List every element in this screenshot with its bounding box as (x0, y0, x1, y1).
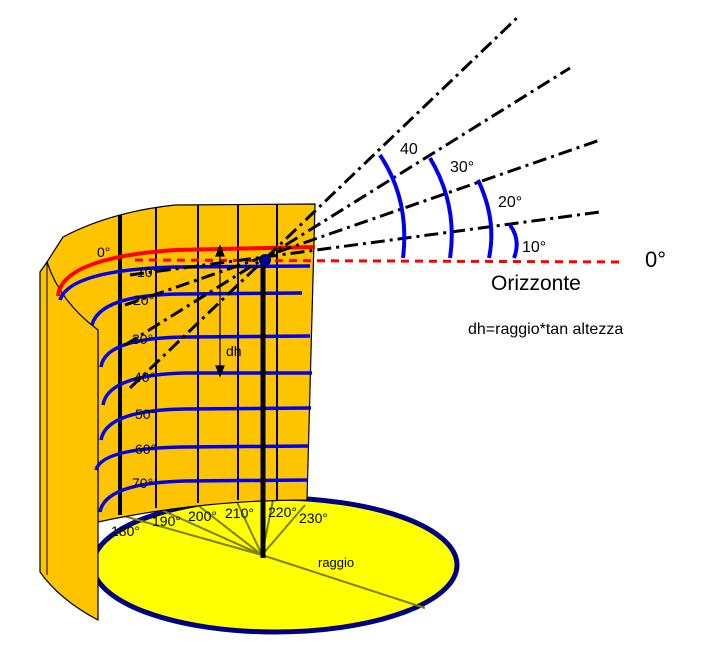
ring-label-20: 20° (133, 292, 154, 308)
azimuth-label-180: 180° (111, 523, 140, 539)
radius-label: raggio (318, 555, 354, 570)
ring-label-0: 0° (97, 244, 110, 260)
ring-label-50: 50° (135, 406, 156, 422)
hour-lines (118, 204, 278, 515)
formula-label: dh=raggio*tan altezza (468, 321, 623, 338)
azimuth-spokes (119, 499, 426, 609)
dh-arrow (215, 244, 225, 378)
angle-label-30: 30° (450, 159, 474, 176)
angle-label-40: 40 (400, 141, 418, 158)
azimuth-label-210: 210° (225, 505, 254, 521)
horizon-line (134, 258, 626, 264)
gnomon-tip (259, 254, 271, 266)
ring-label-40: 40° (134, 369, 155, 385)
dh-label: dh (226, 343, 242, 359)
zero-degree-label: 0° (645, 247, 666, 272)
sun-rays (124, 13, 601, 390)
ring-label-60: 60° (135, 441, 156, 457)
angle-label-20: 20° (498, 194, 522, 211)
horizon-label: Orizzonte (491, 272, 581, 295)
azimuth-label-220: 220° (268, 504, 297, 520)
radius-line (261, 554, 426, 609)
azimuth-label-230: 230° (299, 510, 328, 526)
azimuth-label-190: 190° (152, 513, 181, 529)
ring-label-10: 10° (137, 264, 158, 280)
ring-label-30: 30° (132, 331, 153, 347)
ring-label-70: 70° (132, 475, 153, 491)
cylinder-left-strip (39, 260, 99, 621)
angle-arcs (378, 153, 519, 259)
horizon-ring (56, 245, 316, 297)
angle-label-10: 10° (522, 239, 546, 256)
azimuth-label-200: 200° (188, 508, 217, 524)
